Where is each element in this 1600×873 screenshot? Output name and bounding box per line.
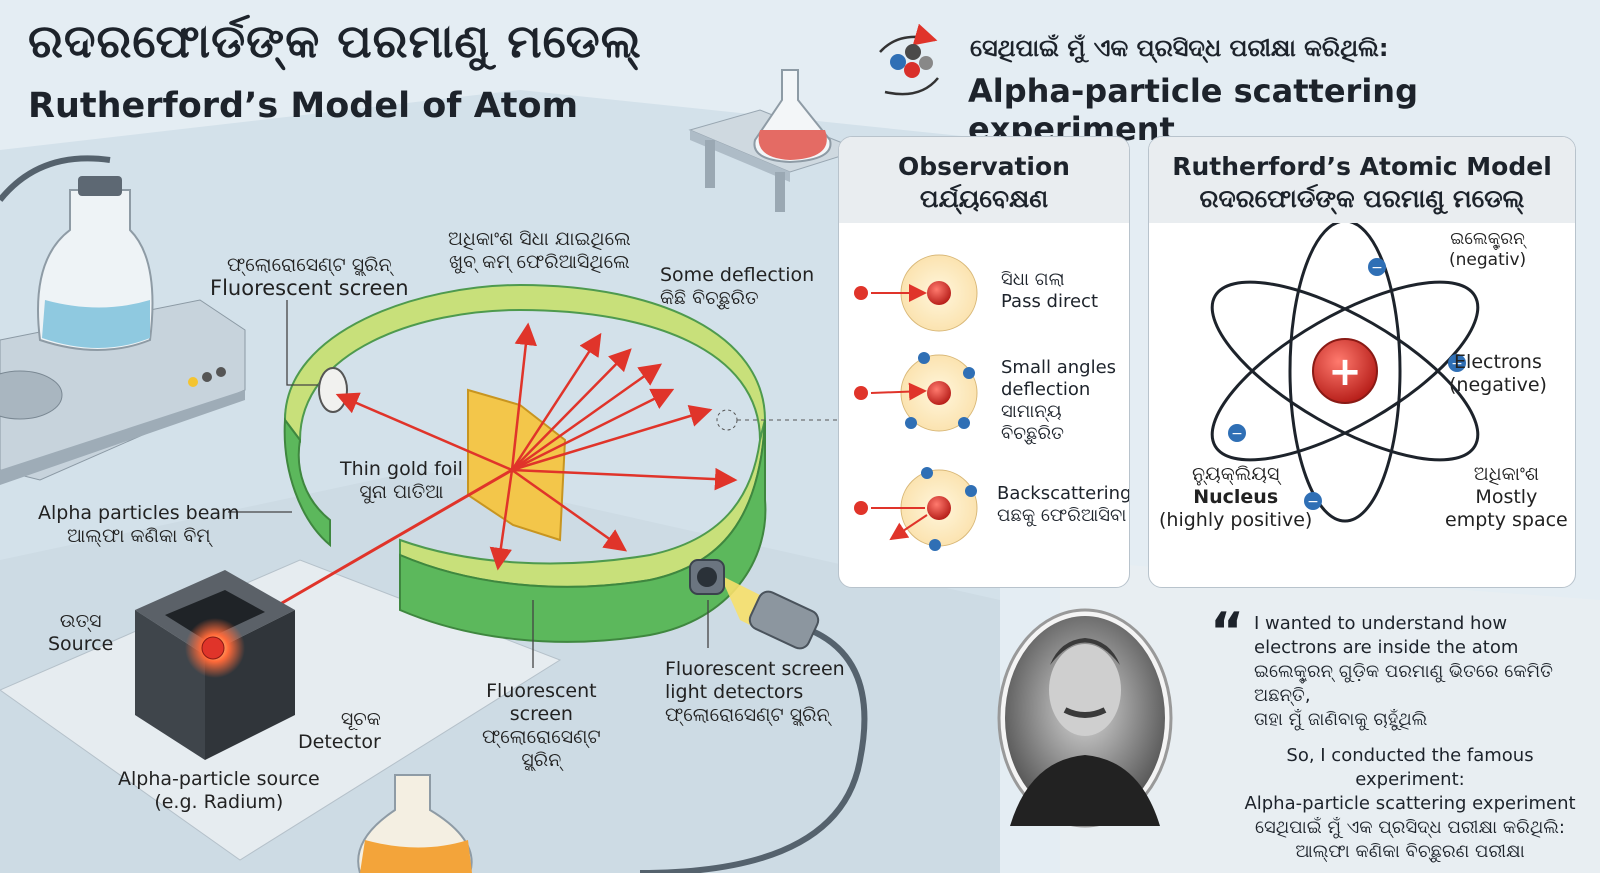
label-detector: ସୂଚକ Detector	[298, 708, 381, 753]
label-alpha-source: Alpha-particle source (e.g. Radium)	[118, 768, 320, 813]
atomic-model-heading: Rutherford’s Atomic Model ରଦରଫୋର୍ଡଙ୍କ ପର…	[1149, 137, 1575, 223]
label-nucleus: ନ୍ୟୁକ୍ଲିୟସ୍ Nucleus (highly positive)	[1159, 463, 1313, 531]
label-fluorescent-screen-top: ଫ୍ଲୋରୋସେଣ୍ଟ ସ୍କ୍ରିନ୍ Fluorescent screen	[210, 254, 409, 300]
main-title-english: Rutherford’s Model of Atom	[28, 86, 579, 126]
scattered-rays	[335, 322, 738, 571]
bottle-apparatus	[0, 155, 246, 485]
label-source: ଉତ୍ସ Source	[48, 610, 114, 655]
experiment-title-english: Alpha-particle scattering experiment	[968, 72, 1418, 148]
quote-part-1: I wanted to understand how electrons are…	[1254, 613, 1553, 730]
observation-item-1: ସିଧା ଗଲା Pass direct	[1001, 269, 1099, 312]
observation-heading: Observation ପର୍ଯ୍ୟବେକ୍ଷଣ	[839, 137, 1129, 223]
atom-diagram: + − − − −	[1210, 223, 1480, 523]
screen-window	[318, 367, 348, 413]
experiment-title-odia: ସେଥିପାଇଁ ମୁଁ ଏକ ପ୍ରସିଦ୍ଧ ପରୀକ୍ଷା କରିଥିଲି…	[970, 34, 1389, 62]
scattering-ring	[283, 283, 767, 643]
observation-item-2: Small angles deflection ସାମାନ୍ୟ ବିଚ୍ଛୁରି…	[1001, 357, 1117, 444]
observation-diagrams	[854, 254, 978, 551]
atomic-model-panel: Rutherford’s Atomic Model ରଦରଫୋର୍ଡଙ୍କ ପର…	[1148, 136, 1576, 588]
main-title-odia: ରଦରଫୋର୍ଡଙ୍କ ପରମାଣୁ ମଡେଲ୍	[28, 14, 642, 68]
label-some-deflection: Some deflection କିଛି ବିଚ୍ଛୁରିତ	[660, 264, 815, 309]
source-box	[135, 570, 295, 760]
electrons: − − − −	[1228, 258, 1466, 510]
svg-text:−: −	[1451, 356, 1463, 372]
nucleus	[1312, 338, 1378, 404]
label-alpha-beam: Alpha particles beam ଆଲ୍ଫା କଣିକା ବିମ୍	[38, 502, 240, 547]
quote-part-2: So, I conducted the famous experiment: A…	[1244, 745, 1576, 862]
rutherford-portrait	[997, 608, 1173, 828]
flask-shelf	[688, 69, 862, 212]
svg-text:−: −	[1307, 494, 1319, 510]
label-gold-foil: Thin gold foil ସୁନା ପାତିଆ	[340, 458, 463, 503]
label-empty-space: ଅଧିକାଂଶ Mostly empty space	[1445, 463, 1568, 531]
light-detector	[689, 559, 820, 650]
observation-item-3: Backscattering ପଛକୁ ଫେରିଆସିବା	[997, 483, 1130, 526]
svg-text:−: −	[1231, 426, 1243, 442]
label-most-straight: ଅଧିକାଂଶ ସିଧା ଯାଇଥିଲେ ଖୁବ୍ କମ୍ ଫେରିଆସିଥିଲ…	[448, 228, 631, 273]
quote-mark: “	[1210, 602, 1245, 662]
nucleus-plus: +	[1328, 349, 1362, 395]
label-electrons: Electrons (negative)	[1449, 351, 1547, 396]
label-fluorescent-screen-bottom: Fluorescent screen ଫ୍ଲୋରୋସେଣ୍ଟ ସ୍କ୍ରିନ୍	[482, 680, 601, 771]
scattering-icon	[879, 23, 939, 96]
label-electron-odia: ଇଲେକ୍ଟ୍ରନ୍ (negativ)	[1449, 229, 1527, 270]
label-light-detectors: Fluorescent screen light detectors ଫ୍ଲୋର…	[665, 658, 845, 726]
observation-panel: Observation ପର୍ଯ୍ୟବେକ୍ଷଣ	[838, 136, 1130, 588]
svg-text:−: −	[1371, 260, 1383, 276]
